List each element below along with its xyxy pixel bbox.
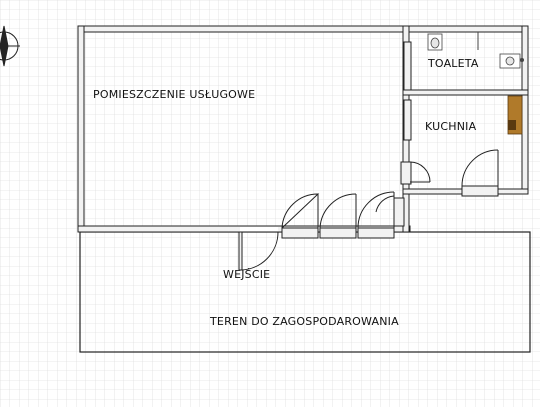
compass-rose-icon <box>0 25 20 67</box>
service-room-label: POMIESZCZENIE USŁUGOWE <box>93 88 256 101</box>
bottom-wall-doors <box>281 197 405 239</box>
kitchen-counter-icon <box>507 95 523 135</box>
development-area-label: TEREN DO ZAGOSPODAROWANIA <box>210 315 399 328</box>
partition-doors <box>400 41 499 197</box>
kitchen-label: KUCHNIA <box>425 120 477 133</box>
toilet-icon <box>427 33 443 51</box>
door-swing-arcs <box>281 191 395 229</box>
sink-icon <box>499 53 521 69</box>
kitchen-door-arcs <box>409 149 499 187</box>
sink-drain-icon <box>520 58 524 62</box>
entrance-door <box>238 231 279 271</box>
door-openings <box>240 227 278 231</box>
toilet-label: TOALETA <box>428 57 479 70</box>
entrance-label: WEJŚCIE <box>223 268 271 281</box>
